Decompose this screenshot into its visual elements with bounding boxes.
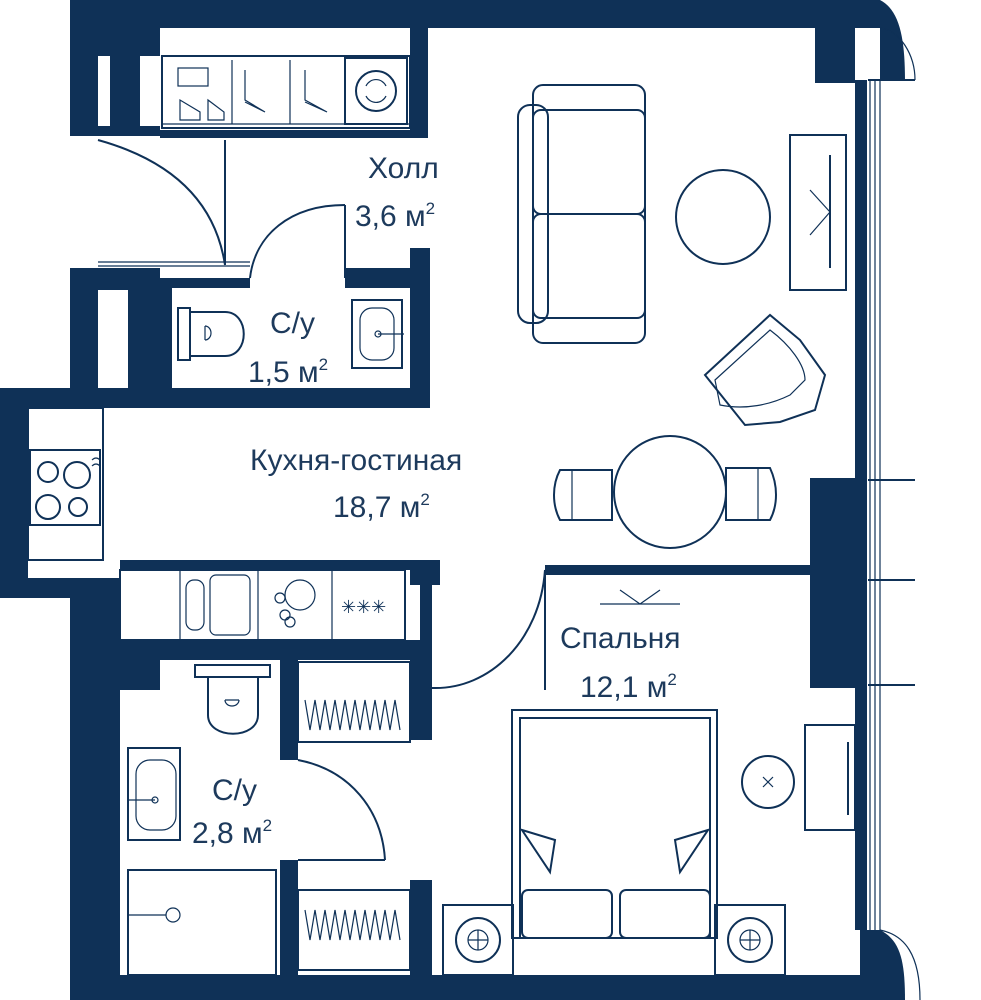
- hall-area: 3,6 м: [355, 200, 426, 233]
- kitchen-counter-icon: ✳✳✳: [119, 569, 406, 641]
- svg-text:3,6 м2: 3,6 м2: [355, 199, 435, 233]
- living-name: Кухня-гостиная: [250, 444, 462, 477]
- bath1-area: 1,5 м: [248, 356, 319, 389]
- table-icon: [675, 169, 771, 265]
- sink-icon: [351, 299, 404, 369]
- shower-icon: [127, 869, 277, 976]
- lamp-icon: [741, 755, 795, 809]
- svg-text:2,8 м2: 2,8 м2: [192, 816, 272, 850]
- room-label-living: Кухня-гостиная 18,7 м2: [250, 444, 462, 524]
- bed-icon: [511, 709, 718, 939]
- nightstand-icon: [442, 904, 786, 976]
- dining-table-icon: [553, 435, 777, 549]
- room-label-hall: Холл 3,6 м2: [355, 152, 439, 233]
- toilet-icon: [194, 664, 271, 735]
- desk-icon: [804, 724, 856, 831]
- sink-icon: [127, 747, 181, 841]
- bath2-area: 2,8 м: [192, 817, 263, 850]
- toilet-icon: [177, 307, 245, 361]
- room-label-bath2: С/у 2,8 м2: [192, 774, 272, 850]
- entrance-door-icon: [97, 139, 250, 267]
- svg-text:18,7 м2: 18,7 м2: [333, 490, 430, 524]
- tv-icon: [789, 134, 847, 291]
- bedroom-name: Спальня: [560, 622, 681, 655]
- stove-icon: [27, 407, 104, 561]
- inner-walls: [98, 28, 815, 975]
- svg-text:1,5 м2: 1,5 м2: [248, 355, 328, 389]
- bath2-name: С/у: [212, 774, 257, 807]
- door-icon: [249, 204, 346, 279]
- outer-walls: [0, 0, 905, 1000]
- armchair-icon: [703, 313, 827, 427]
- window-icon: [868, 27, 921, 1000]
- wardrobe-icon: [297, 661, 411, 971]
- hall-name: Холл: [368, 152, 439, 185]
- washing-machine-icon: [344, 57, 408, 125]
- room-label-bath1: С/у 1,5 м2: [248, 307, 328, 389]
- bedroom-area: 12,1 м: [580, 671, 667, 704]
- bath-door-icon: [297, 759, 386, 861]
- sofa-icon: [517, 84, 646, 344]
- bath1-name: С/у: [270, 307, 315, 340]
- living-area: 18,7 м: [333, 491, 420, 524]
- svg-text:12,1 м2: 12,1 м2: [580, 670, 677, 704]
- room-label-bedroom: Спальня 12,1 м2: [560, 622, 681, 704]
- bedroom-door-icon: [431, 569, 546, 690]
- svg-text:✳✳✳: ✳✳✳: [341, 597, 386, 618]
- wardrobe-icon: [161, 55, 411, 129]
